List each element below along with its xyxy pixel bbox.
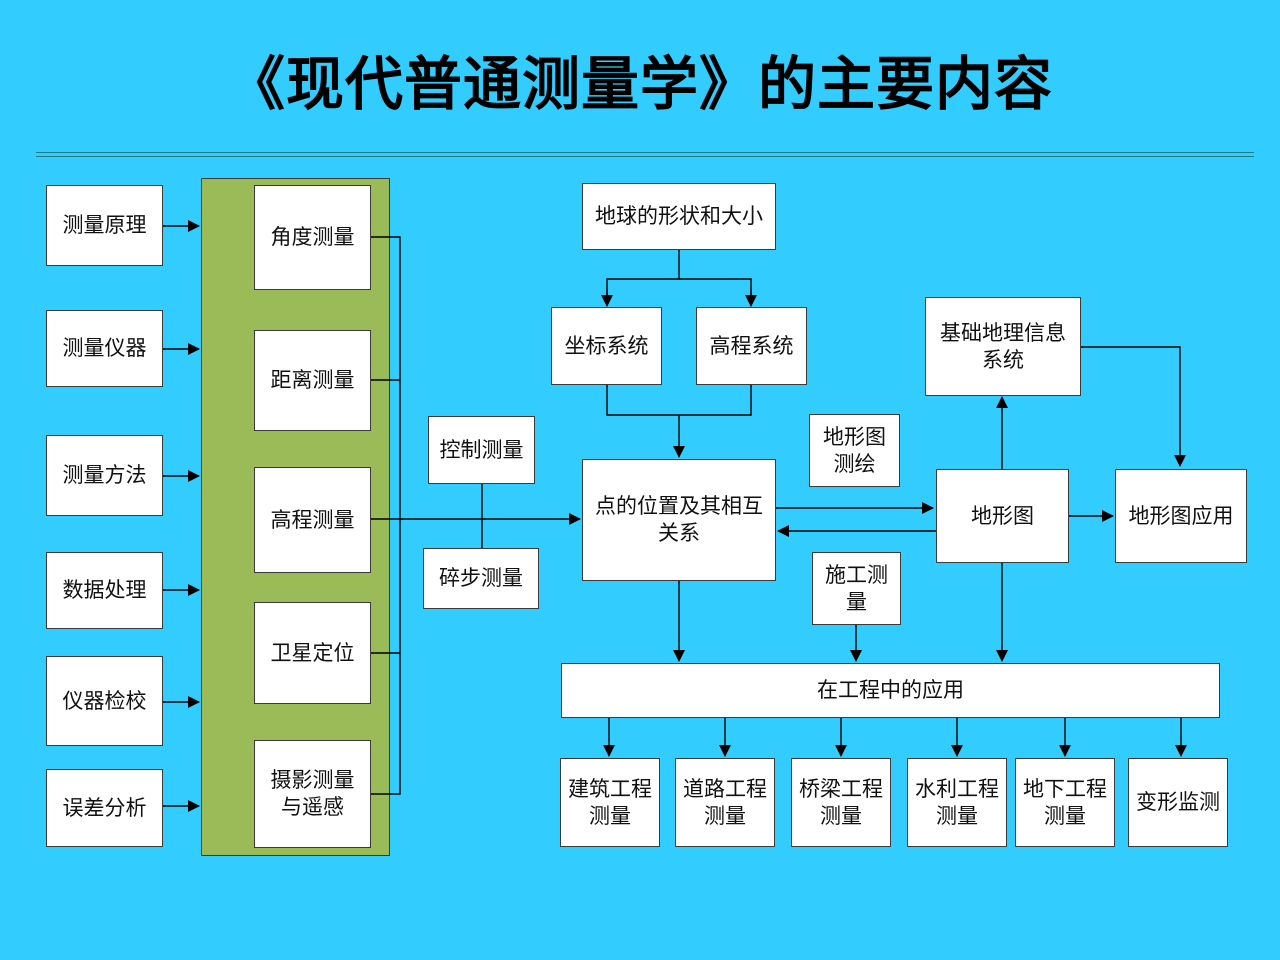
box-building-survey: 建筑工程 测量: [560, 758, 660, 847]
box-hydraulic-survey: 水利工程 测量: [907, 758, 1007, 847]
box-satellite-positioning: 卫星定位: [254, 602, 371, 704]
box-topo-map-application: 地形图应用: [1115, 469, 1247, 563]
box-height-system: 高程系统: [696, 307, 807, 385]
box-data-processing: 数据处理: [46, 552, 163, 629]
arrow-gis-to-application: [1080, 346, 1186, 467]
box-bridge-survey: 桥梁工程 测量: [791, 758, 891, 847]
box-survey-method: 测量方法: [46, 435, 163, 516]
box-topo-mapping: 地形图 测绘: [809, 414, 900, 487]
box-control-survey: 控制测量: [428, 416, 535, 484]
earth-to-height-line: [679, 278, 752, 304]
box-error-analysis: 误差分析: [46, 769, 163, 847]
box-angle-survey: 角度测量: [254, 185, 371, 290]
box-road-survey: 道路工程 测量: [675, 758, 775, 847]
page-title: 《现代普通测量学》的主要内容: [226, 50, 1053, 118]
box-survey-principle: 测量原理: [46, 185, 163, 266]
earth-to-coordinate-line: [606, 249, 680, 304]
box-distance-survey: 距离测量: [254, 330, 371, 431]
box-earth-shape: 地球的形状和大小: [582, 183, 776, 250]
box-detail-survey: 碎步测量: [423, 548, 539, 609]
box-photogrammetry: 摄影测量 与遥感: [254, 740, 371, 848]
box-engineering-application: 在工程中的应用: [561, 663, 1220, 718]
box-point-position: 点的位置及其相互 关系: [582, 459, 776, 581]
systems-merge-line: [606, 384, 752, 416]
box-instrument-calibration: 仪器检校: [46, 656, 163, 746]
box-underground-survey: 地下工程 测量: [1015, 758, 1115, 847]
box-coordinate-system: 坐标系统: [551, 307, 662, 385]
title-divider-bottom: [36, 156, 1254, 157]
box-construction-survey: 施工测 量: [812, 552, 901, 625]
box-height-survey: 高程测量: [254, 467, 371, 573]
title-divider-top: [36, 152, 1254, 153]
box-topo-map: 地形图: [936, 469, 1069, 563]
box-deformation-monitoring: 变形监测: [1128, 758, 1228, 847]
box-survey-instrument: 测量仪器: [46, 310, 163, 387]
box-gis: 基础地理信息 系统: [925, 297, 1081, 396]
